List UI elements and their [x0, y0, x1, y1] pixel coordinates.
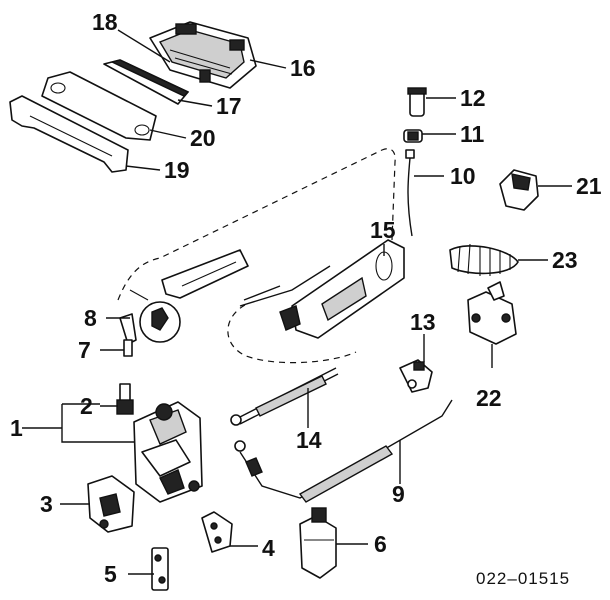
callout-20: 20: [190, 125, 216, 151]
cable-14: [230, 367, 339, 426]
bracket-21: [499, 169, 539, 211]
bezel-rod: [239, 265, 331, 307]
clip-detail: [129, 289, 181, 343]
lock-rod: [405, 149, 415, 237]
outer-handle: [9, 95, 129, 173]
callout-18: 18: [92, 9, 118, 35]
inner-handle-bezel: [279, 239, 405, 339]
actuator-6: [299, 507, 337, 579]
trim-strip: [103, 59, 190, 105]
callout-17: 17: [216, 93, 242, 119]
striker-plate: [87, 475, 135, 533]
callout-5: 5: [104, 561, 117, 587]
reference-number: 022–01515: [476, 569, 570, 588]
door-latch: [133, 401, 203, 503]
lock-nut: [403, 129, 423, 143]
callout-16: 16: [290, 55, 316, 81]
callout-23: 23: [552, 247, 578, 273]
check-strap: [467, 281, 517, 345]
callout-19: 19: [164, 157, 190, 183]
callout-15: 15: [370, 217, 396, 243]
link-rod-7: [119, 313, 137, 357]
door-carrier-sketch: [161, 249, 249, 299]
callout-1: 1: [10, 415, 23, 441]
callout-9: 9: [392, 481, 405, 507]
leader-lines: [22, 29, 572, 575]
door-outline-lower: [227, 304, 357, 364]
callout-22: 22: [476, 385, 502, 411]
seal-sleeve: [449, 243, 519, 276]
lock-cylinder: [407, 87, 427, 117]
callout-6: 6: [374, 531, 387, 557]
bezel-rod-2: [243, 285, 281, 301]
striker-4: [201, 511, 233, 553]
handle-gasket: [41, 71, 157, 141]
callout-8: 8: [84, 305, 97, 331]
door-outline: [117, 148, 396, 301]
cable-9: [234, 399, 453, 503]
actuator-13: [399, 359, 433, 393]
callout-3: 3: [40, 491, 53, 517]
callout-10: 10: [450, 163, 476, 189]
pin-2: [116, 383, 134, 415]
callout-14: 14: [296, 427, 322, 453]
callout-7: 7: [78, 337, 91, 363]
callout-12: 12: [460, 85, 486, 111]
handle-carrier: [149, 21, 257, 89]
callout-11: 11: [460, 121, 485, 147]
callout-13: 13: [410, 309, 436, 335]
plate-5: [151, 547, 169, 591]
callout-2: 2: [80, 393, 93, 419]
callout-21: 21: [576, 173, 602, 199]
callout-4: 4: [262, 535, 275, 561]
